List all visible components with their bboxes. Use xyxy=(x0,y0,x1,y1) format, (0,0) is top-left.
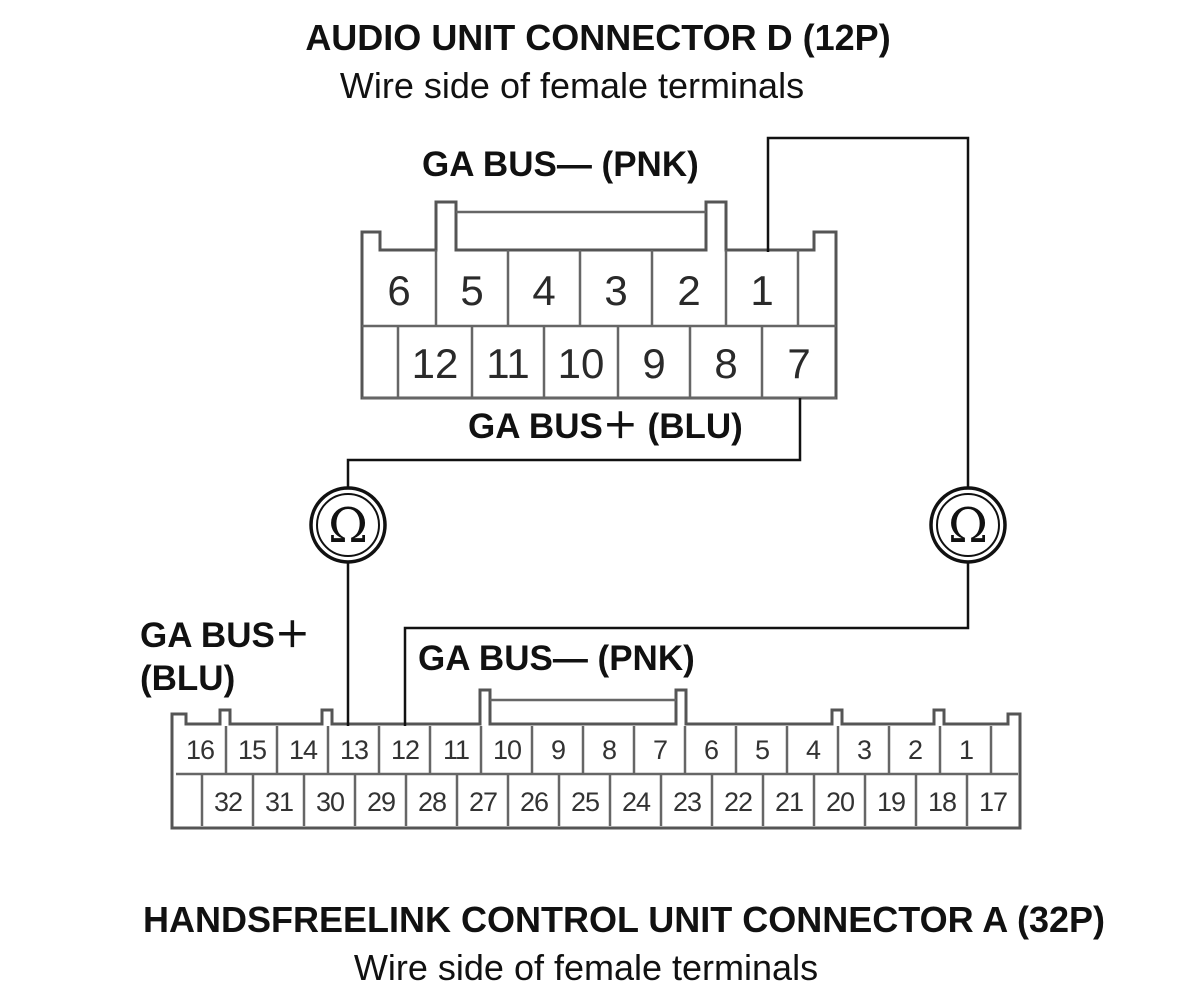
pin-32p-21: 21 xyxy=(775,787,803,817)
pin-32p-28: 28 xyxy=(418,787,446,817)
pin-12p-8: 8 xyxy=(714,340,737,387)
pin-12p-11: 11 xyxy=(486,340,530,387)
pin-32p-25: 25 xyxy=(571,787,599,817)
pin-12p-7: 7 xyxy=(787,340,810,387)
ohmmeter-right: Ω xyxy=(929,486,1007,564)
pin-32p-29: 29 xyxy=(367,787,395,817)
pin-32p-8: 8 xyxy=(602,735,616,765)
pin-12p-1: 1 xyxy=(750,267,773,314)
pin-32p-23: 23 xyxy=(673,787,701,817)
pin-32p-30: 30 xyxy=(316,787,344,817)
pin-32p-1: 1 xyxy=(959,735,973,765)
pin-32p-20: 20 xyxy=(826,787,854,817)
label-audio-ga-bus-minus: GA BUS― (PNK) xyxy=(422,145,699,184)
pin-32p-32: 32 xyxy=(214,787,242,817)
pin-32p-3: 3 xyxy=(857,735,871,765)
pin-32p-22: 22 xyxy=(724,787,752,817)
pin-12p-12: 12 xyxy=(412,340,459,387)
label-hfl-ga-bus-plus: GA BUS＋ xyxy=(140,616,310,655)
pin-32p-17: 17 xyxy=(979,787,1007,817)
pin-12p-4: 4 xyxy=(532,267,555,314)
pin-32p-9: 9 xyxy=(551,735,565,765)
wire-ga-bus-plus xyxy=(346,398,802,726)
pin-12p-6: 6 xyxy=(387,267,410,314)
label-hfl-ga-bus-minus: GA BUS― (PNK) xyxy=(418,639,695,678)
pin-32p-10: 10 xyxy=(493,735,521,765)
hfl-connector-32p: 16 15 14 13 12 11 10 9 8 7 6 5 4 3 2 1 3… xyxy=(170,688,1022,830)
pin-32p-26: 26 xyxy=(520,787,548,817)
label-hfl-ga-bus-plus-color: (BLU) xyxy=(140,659,235,698)
pin-32p-19: 19 xyxy=(877,787,905,817)
ohmmeter-left: Ω xyxy=(309,486,387,564)
audio-connector-title: AUDIO UNIT CONNECTOR D (12P) xyxy=(305,17,890,58)
pin-32p-7: 7 xyxy=(653,735,667,765)
hfl-connector-subtitle: Wire side of female terminals xyxy=(354,947,818,988)
wire-ga-bus-minus xyxy=(403,136,970,726)
pin-12p-5: 5 xyxy=(460,267,483,314)
pin-12p-2: 2 xyxy=(677,267,700,314)
pin-32p-6: 6 xyxy=(704,735,718,765)
ohm-icon: Ω xyxy=(948,498,988,554)
pin-12p-10: 10 xyxy=(558,340,605,387)
pin-32p-27: 27 xyxy=(469,787,497,817)
pin-12p-9: 9 xyxy=(642,340,665,387)
audio-connector-12p: 6 5 4 3 2 1 12 11 10 9 8 7 xyxy=(360,200,838,400)
audio-connector-subtitle: Wire side of female terminals xyxy=(340,65,804,106)
pin-32p-11: 11 xyxy=(443,735,469,765)
pin-32p-4: 4 xyxy=(806,735,821,765)
ohm-icon: Ω xyxy=(328,498,368,554)
pin-32p-16: 16 xyxy=(186,735,214,765)
pin-32p-15: 15 xyxy=(238,735,266,765)
pin-32p-18: 18 xyxy=(928,787,956,817)
pin-32p-31: 31 xyxy=(265,787,293,817)
pin-32p-2: 2 xyxy=(908,735,922,765)
pin-12p-3: 3 xyxy=(604,267,627,314)
pin-32p-13: 13 xyxy=(340,735,368,765)
hfl-connector-title: HANDSFREELINK CONTROL UNIT CONNECTOR A (… xyxy=(143,899,1105,940)
pin-32p-5: 5 xyxy=(755,735,769,765)
label-audio-ga-bus-plus: GA BUS＋ (BLU) xyxy=(468,407,743,446)
pin-32p-14: 14 xyxy=(289,735,318,765)
pin-32p-12: 12 xyxy=(391,735,419,765)
pin-32p-24: 24 xyxy=(622,787,651,817)
